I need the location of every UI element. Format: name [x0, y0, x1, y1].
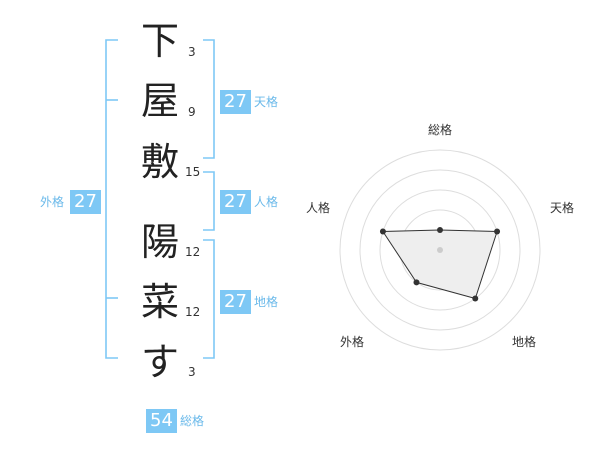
radar-ring-3 [379, 189, 501, 311]
name-char-5: 菜 [140, 280, 179, 324]
radar-points [379, 227, 501, 302]
radar-ring-5 [339, 149, 541, 351]
axis-label-chikaku: 地格 [512, 334, 536, 349]
radar-point-5 [379, 228, 386, 235]
axis-label-tenkaku: 天格 [550, 200, 574, 215]
radar-ring-4 [359, 169, 521, 331]
name-char-6: す [140, 340, 179, 384]
name-char-3: 敷 [140, 140, 179, 184]
chikaku-bracket [203, 239, 215, 359]
radar-data-polygon [381, 229, 498, 300]
tenkaku-bracket [203, 39, 215, 159]
stroke-count-1: 3 [188, 45, 196, 59]
gaikaku-label: 外格 [40, 195, 65, 209]
radar-point-4 [413, 279, 420, 286]
stroke-count-2: 9 [188, 105, 196, 119]
stroke-count-3: 15 [185, 165, 201, 179]
stroke-count-4: 12 [185, 245, 201, 259]
soukaku-badge: 54 [146, 409, 177, 433]
name-char-4: 陽 [140, 220, 179, 264]
chikaku-badge: 27 [220, 290, 251, 314]
soukaku-label: 総格 [180, 414, 205, 428]
radar-center-dot [437, 247, 443, 253]
tenkaku-badge: 27 [220, 90, 251, 114]
stroke-count-5: 12 [185, 305, 201, 319]
name-char-1: 下 [140, 19, 179, 63]
chikaku-label: 地格 [254, 295, 279, 309]
name-char-2: 屋 [140, 79, 179, 123]
jinkaku-badge: 27 [220, 190, 251, 214]
axis-label-soukaku: 総格 [428, 122, 452, 137]
stroke-count-6: 3 [188, 365, 196, 379]
radar-point-1 [437, 227, 443, 233]
radar-point-2 [494, 228, 501, 235]
axis-label-gaikaku: 外格 [340, 334, 364, 349]
jinkaku-label: 人格 [254, 195, 279, 209]
gaikaku-badge: 27 [70, 190, 101, 214]
jinkaku-bracket [203, 171, 215, 231]
tenkaku-label: 天格 [254, 95, 279, 109]
axis-label-jinkaku: 人格 [306, 200, 330, 215]
radar-point-3 [472, 295, 479, 302]
gaikaku-bracket [105, 39, 118, 359]
